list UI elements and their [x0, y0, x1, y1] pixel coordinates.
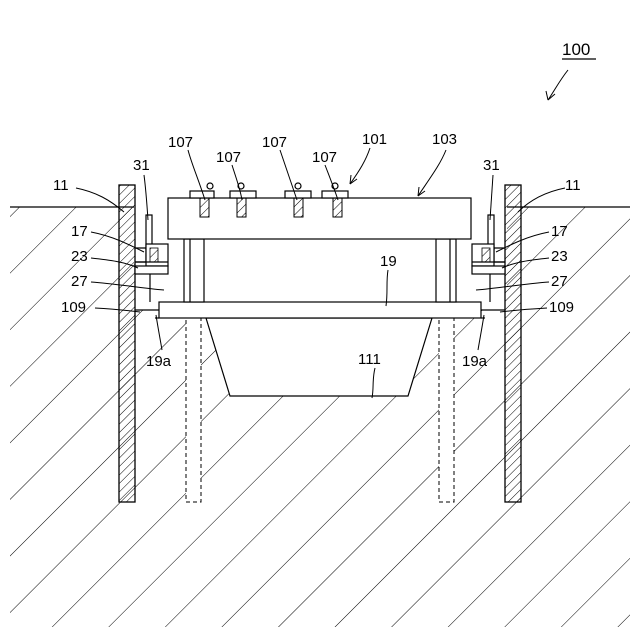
label-unit: 101	[362, 131, 387, 148]
sidewall-right	[505, 185, 521, 502]
label-fastener-3: 107	[262, 134, 287, 151]
label-clip-right: 17	[551, 223, 568, 240]
label-beam-end-right: 19a	[462, 353, 488, 370]
label-post-right: 27	[551, 273, 568, 290]
beam	[159, 302, 481, 318]
label-basin: 111	[358, 351, 381, 368]
label-ledge-left: 109	[61, 299, 86, 316]
post-left	[184, 239, 204, 302]
basin	[206, 318, 432, 396]
pile-right	[439, 318, 454, 502]
label-plate-right: 23	[551, 248, 568, 265]
label-frame: 103	[432, 131, 457, 148]
frame	[168, 198, 471, 239]
label-ledge-right: 109	[549, 299, 574, 316]
label-assembly: 100	[562, 40, 590, 59]
label-sidewall-left: 11	[53, 177, 69, 194]
label-fastener-1: 107	[168, 134, 193, 151]
label-bracket-left: 31	[133, 157, 150, 174]
label-bracket-right: 31	[483, 157, 500, 174]
label-fastener-2: 107	[216, 149, 241, 166]
post-right	[436, 239, 456, 302]
label-beam: 19	[380, 253, 397, 270]
label-sidewall-right: 11	[565, 177, 581, 194]
label-post-left: 27	[71, 273, 88, 290]
label-clip-left: 17	[71, 223, 88, 240]
label-fastener-4: 107	[312, 149, 337, 166]
pile-left	[186, 318, 201, 502]
sidewall-left	[119, 185, 135, 502]
label-beam-end-left: 19a	[146, 353, 172, 370]
label-plate-left: 23	[71, 248, 88, 265]
